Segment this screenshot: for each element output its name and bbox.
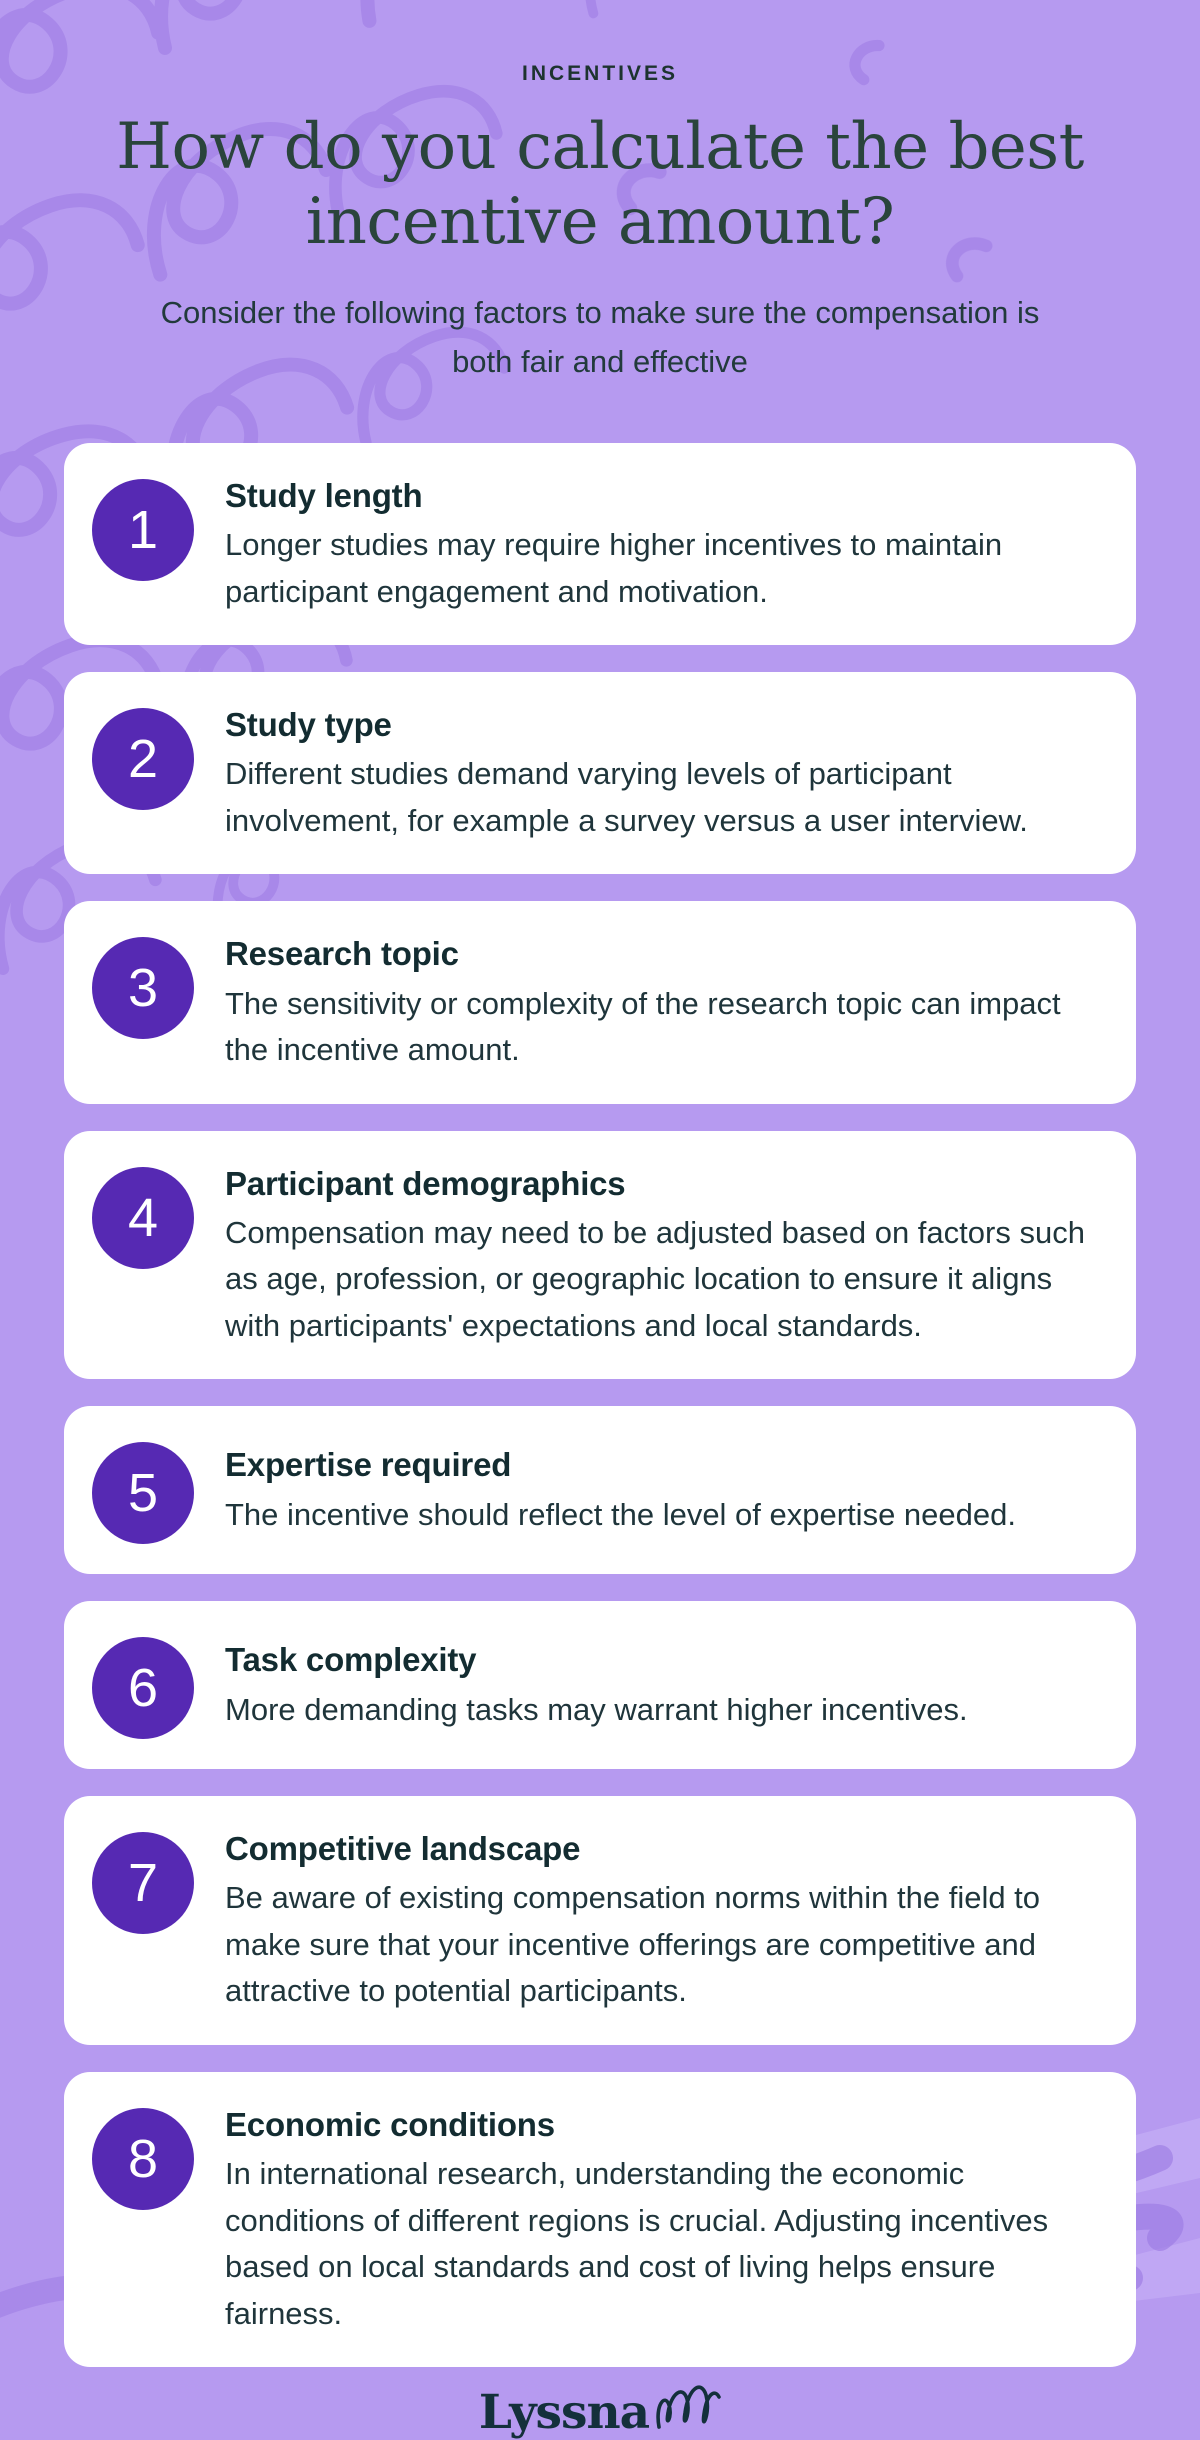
coil-icon: [656, 2385, 721, 2429]
number-badge: 6: [92, 1637, 194, 1740]
card-title: Economic conditions: [225, 2105, 555, 2143]
page-title: How do you calculate the best incentive …: [116, 110, 1084, 260]
number-badge: 2: [92, 708, 194, 811]
number-badge: 5: [92, 1442, 194, 1545]
number-badge: 4: [92, 1166, 194, 1269]
card-description: The incentive should reflect the level o…: [225, 1496, 1016, 1532]
card-description: More demanding tasks may warrant higher …: [225, 1691, 968, 1727]
factor-card-2: 2 Study type Different studies demand va…: [64, 672, 1136, 875]
factor-card-7: 7 Competitive landscape Be aware of exis…: [64, 1796, 1136, 2045]
factor-card-6: 6 Task complexity More demanding tasks m…: [64, 1601, 1136, 1770]
card-title: Expertise required: [225, 1446, 512, 1484]
factor-card-4: 4 Participant demographics Compensation …: [64, 1130, 1136, 1380]
card-description: The sensitivity or complexity of the res…: [225, 985, 1061, 1068]
number-badge: 8: [92, 2107, 194, 2210]
page-subtitle: Consider the following factors to make s…: [160, 294, 1040, 380]
page-title-line2: incentive amount?: [305, 184, 895, 259]
page-title-line1: How do you calculate the best: [116, 110, 1084, 184]
eyebrow-label: INCENTIVES: [521, 62, 679, 85]
card-title: Research topic: [225, 935, 459, 973]
factor-card-1: 1 Study length Longer studies may requir…: [64, 442, 1136, 646]
card-description: Longer studies may require higher incent…: [225, 527, 1003, 609]
card-description: Be aware of existing compensation norms …: [225, 1880, 1041, 2009]
number-badge: 3: [92, 937, 194, 1040]
card-description: In international research, understanding…: [225, 2156, 1049, 2331]
number-badge: 7: [92, 1832, 194, 1935]
factor-card-3: 3 Research topic The sensitivity or comp…: [64, 901, 1136, 1104]
lyssna-logo: Lyssna: [478, 2385, 650, 2440]
card-title: Task complexity: [225, 1641, 477, 1679]
card-description: Different studies demand varying levels …: [225, 756, 1028, 838]
factor-card-8: 8 Economic conditions In international r…: [64, 2071, 1136, 2368]
card-title: Study length: [225, 476, 423, 514]
card-title: Participant demographics: [225, 1164, 626, 1202]
footer: Lyssna: [479, 2385, 721, 2440]
card-description: Compensation may need to be adjusted bas…: [225, 1214, 1085, 1343]
card-title: Study type: [225, 706, 392, 744]
factor-card-5: 5 Expertise required The incentive shoul…: [64, 1406, 1136, 1575]
number-badge: 1: [92, 478, 194, 581]
card-title: Competitive landscape: [225, 1830, 581, 1868]
factor-card-list: 1 Study length Longer studies may requir…: [64, 442, 1136, 2368]
